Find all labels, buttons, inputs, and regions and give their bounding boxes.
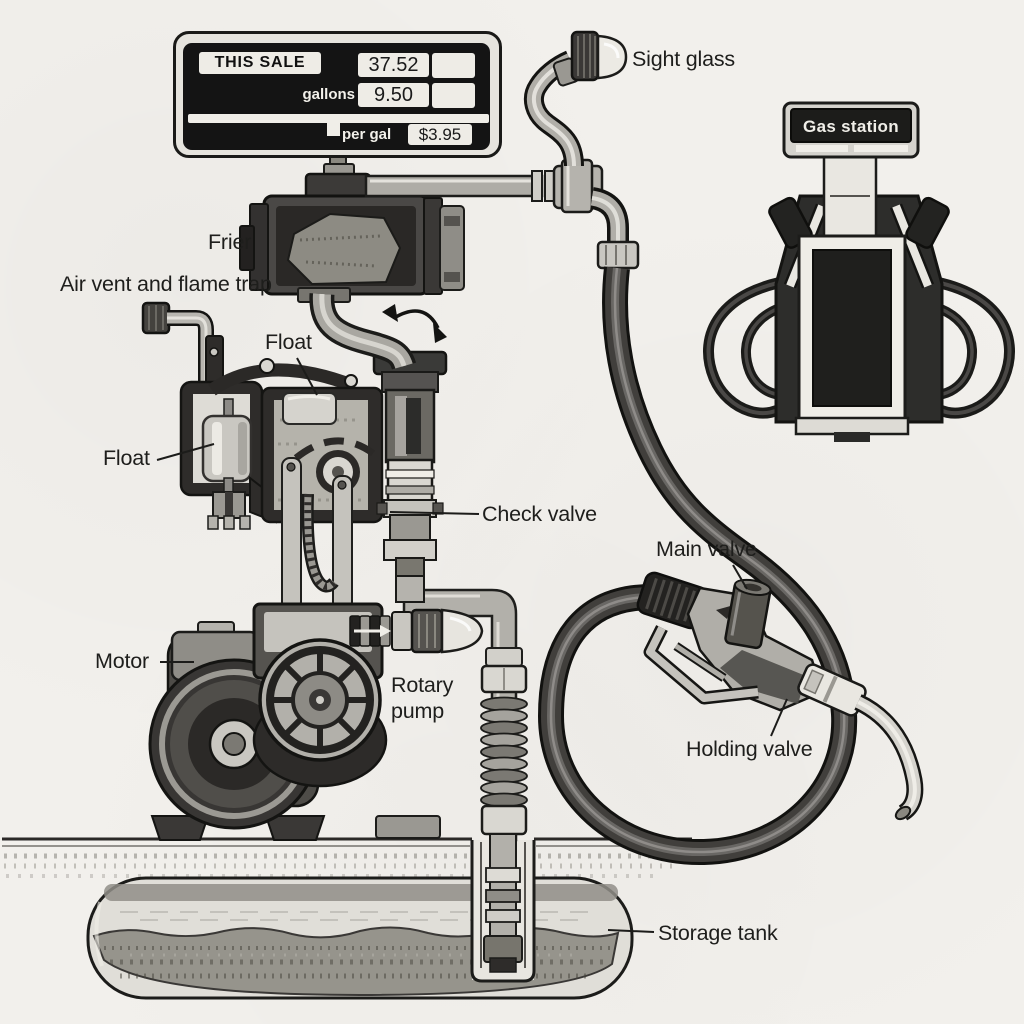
label-float-top: Float [265, 330, 312, 354]
pump-screen [812, 249, 892, 407]
label-sight-glass: Sight glass [632, 47, 735, 71]
main-valve-cylinder [724, 578, 772, 650]
display-divider [188, 114, 489, 123]
dispenser-hose [537, 266, 858, 866]
gas-station-pump [703, 101, 1015, 442]
sale-display-panel: THIS SALE 37.52 gallons 9.50 per gal $3.… [173, 31, 502, 158]
label-air-vent: Air vent and flame trap [60, 272, 272, 296]
label-rotary-pump: Rotary pump [391, 673, 454, 724]
per-gal-label: per gal [342, 126, 392, 143]
supply-pipe [364, 170, 556, 202]
label-motor: Motor [95, 649, 149, 673]
gallons-value: 9.50 [358, 83, 429, 107]
holding-valve-sleeve [797, 663, 867, 717]
display-divider-stub [327, 122, 340, 136]
gallons-label: gallons [302, 86, 355, 103]
hose-elbow [589, 187, 640, 270]
display-blank-window-2 [432, 83, 475, 108]
meter-assembly [239, 149, 465, 303]
tee-fitting [552, 158, 604, 214]
label-frier: Frier [208, 230, 252, 254]
label-check-valve: Check valve [482, 502, 597, 526]
float-top-part [282, 392, 337, 425]
label-main-valve: Main valve [656, 537, 757, 561]
ground [2, 837, 692, 878]
sight-glass-illustration [523, 30, 628, 167]
nozzle [636, 571, 924, 821]
label-holding-valve: Holding valve [686, 737, 813, 761]
per-gal-value: $3.95 [408, 124, 472, 145]
this-sale-value: 37.52 [358, 53, 429, 77]
check-valve-part [386, 458, 434, 504]
label-storage-tank: Storage tank [658, 921, 778, 945]
label-float-left: Float [103, 446, 150, 470]
leader-lines [156, 357, 788, 933]
suction-pipe [402, 588, 528, 973]
rotation-arrow [393, 309, 440, 329]
meter-outlet-pipe [309, 293, 447, 371]
gas-station-sign-label: Gas station [803, 117, 899, 136]
display-blank-window-1 [432, 53, 475, 78]
storage-tank-illustration [86, 876, 634, 1000]
motor-pump-unit [148, 602, 484, 841]
this-sale-label: THIS SALE [199, 52, 321, 74]
check-valve-column [372, 350, 448, 603]
